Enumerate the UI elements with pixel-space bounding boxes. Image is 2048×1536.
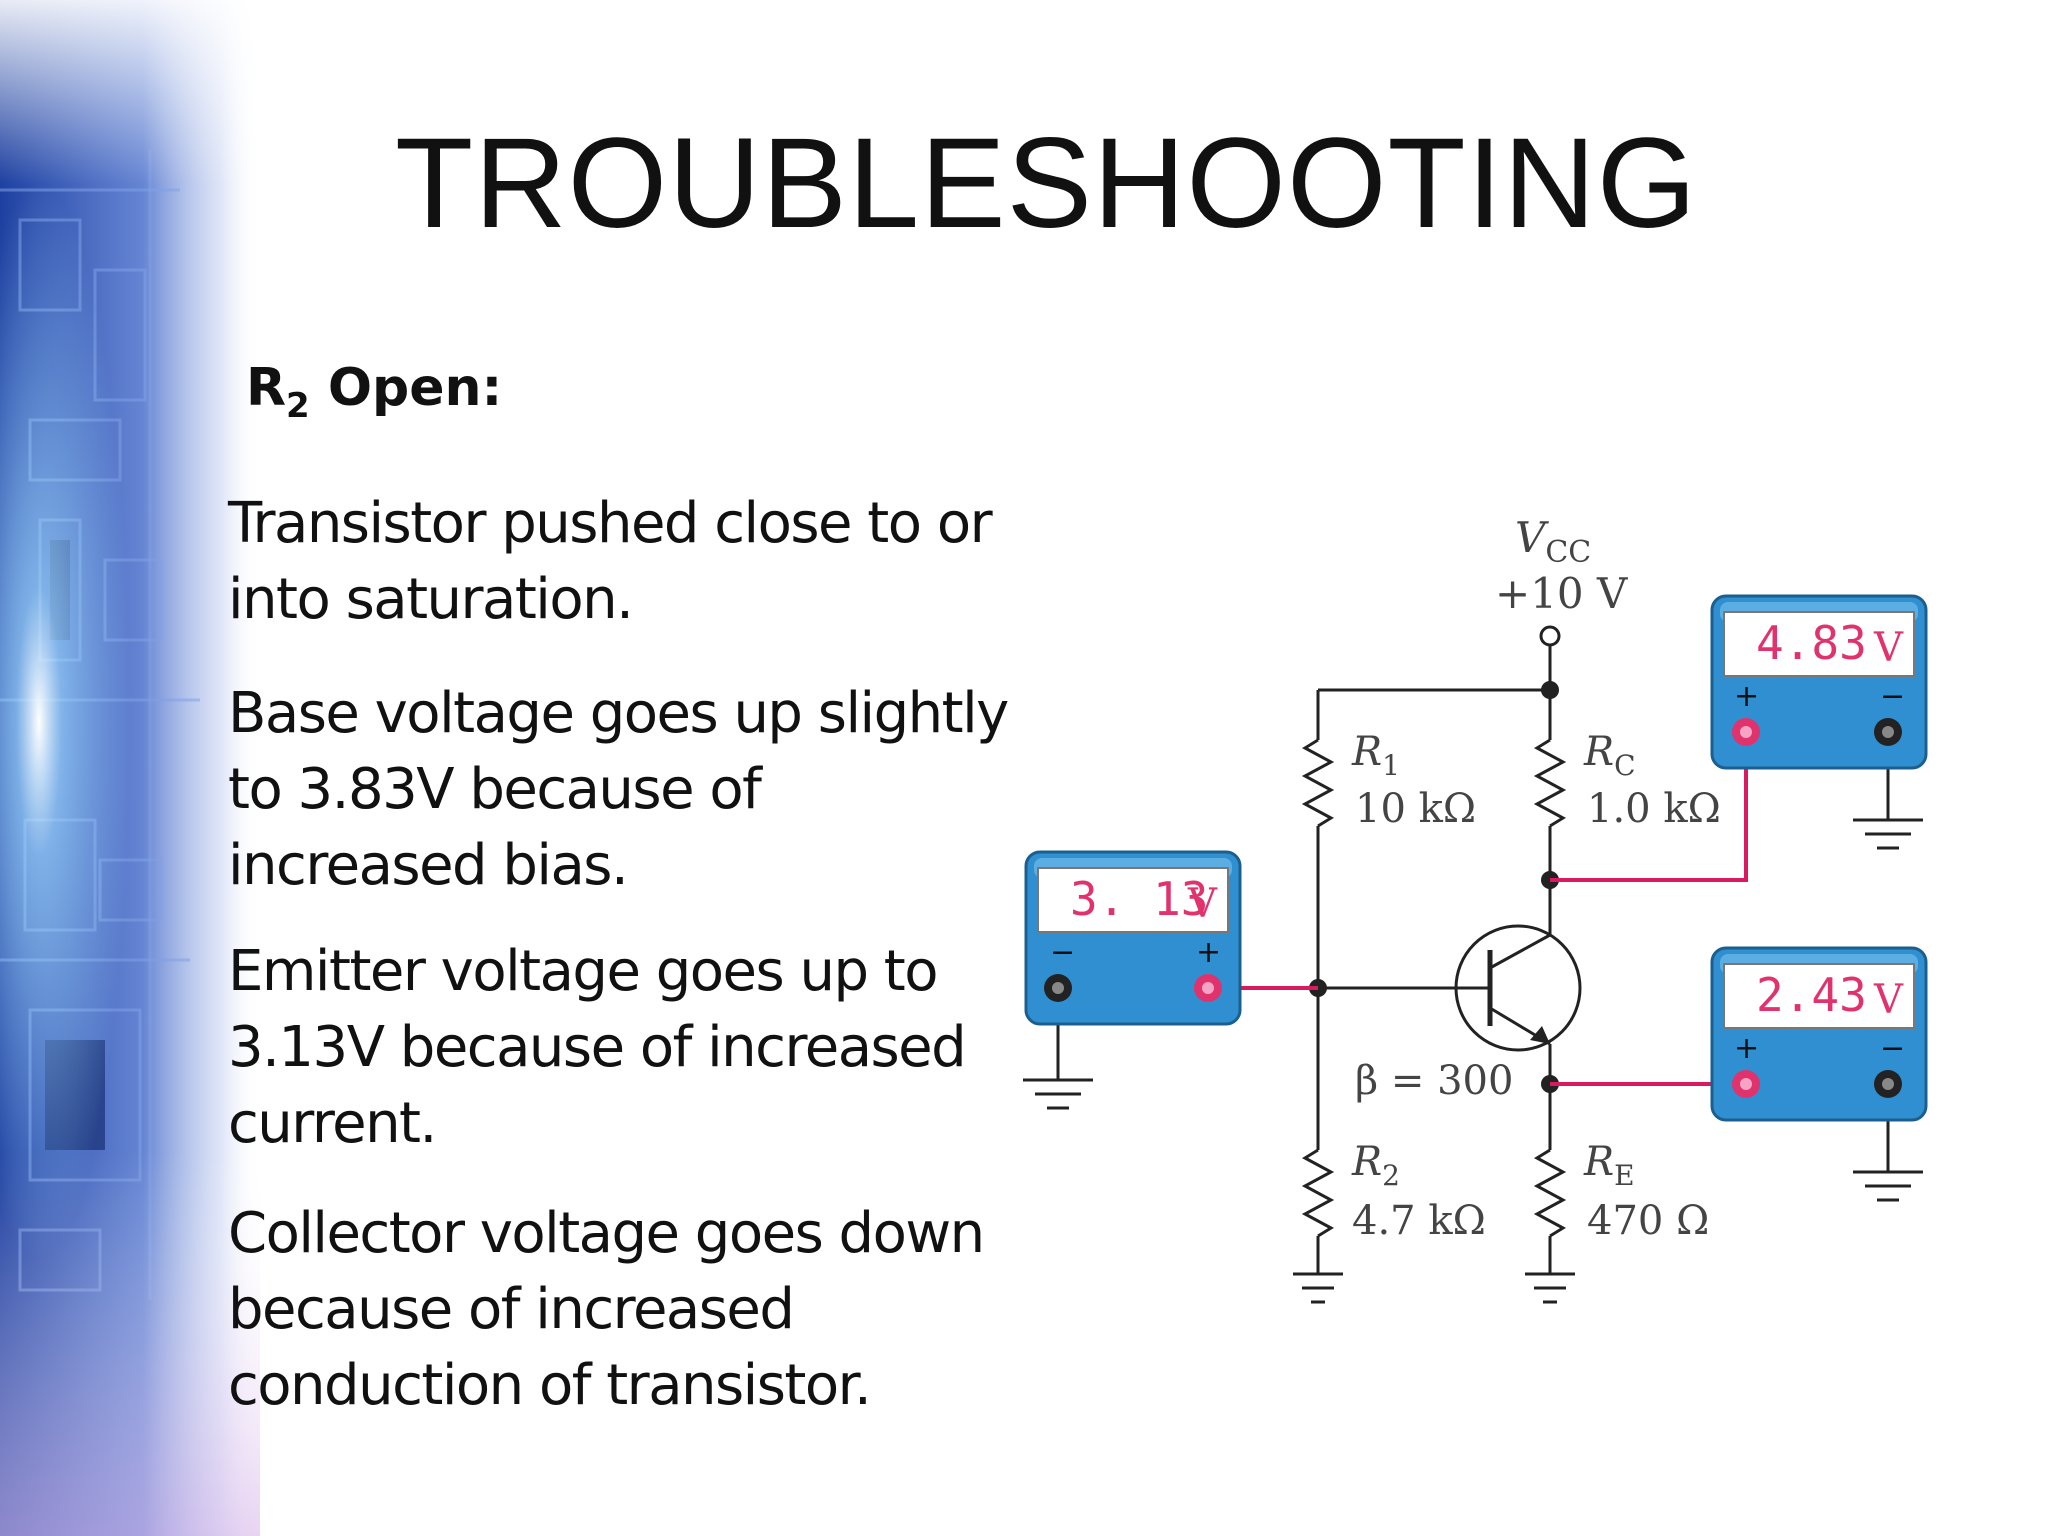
vcc-terminal: [1539, 625, 1561, 647]
collector-meter-reading: 4.83: [1756, 616, 1867, 670]
vcc-value: +10 V: [1495, 569, 1628, 618]
junction-vcc: [1541, 681, 1559, 699]
collector-meter-plus-label: +: [1734, 679, 1759, 714]
emitter-meter-unit: V: [1873, 977, 1904, 1023]
emitter-voltmeter: 2.43 V + −: [1710, 946, 1928, 1122]
base-meter-reading: 3. 13: [1070, 872, 1208, 926]
re-label: RE: [1583, 1139, 1635, 1192]
section-heading-text: Open:: [309, 358, 503, 418]
rc-label: RC: [1583, 729, 1636, 782]
vcc-label: VCC: [1515, 513, 1591, 570]
section-heading-subscript: 2: [286, 386, 310, 426]
collector-meter-minus-label: −: [1880, 679, 1905, 714]
slide-title: TROUBLESHOOTING: [395, 112, 1698, 255]
bullet-saturation: Transistor pushed close to or into satur…: [228, 491, 993, 632]
re-resistor: [1533, 1148, 1567, 1238]
r2-value: 4.7 kΩ: [1352, 1198, 1486, 1244]
emitter-arrow: [1530, 1026, 1550, 1044]
r2-label: R2: [1351, 1139, 1400, 1192]
bullet-base-voltage: Base voltage goes up slightly to 3.83V b…: [228, 681, 1009, 898]
section-heading-letter: R: [246, 358, 287, 418]
bullet-emitter-voltage: Emitter voltage goes up to 3.13V because…: [228, 939, 967, 1156]
rc-resistor: [1533, 738, 1567, 828]
base-meter-display: [1037, 867, 1229, 933]
r2-resistor: [1301, 1148, 1335, 1238]
decorative-circuit-board-strip: [0, 0, 260, 1536]
re-value: 470 Ω: [1587, 1198, 1709, 1244]
collector-meter-display: [1723, 611, 1915, 677]
probe-wires: [1208, 732, 1748, 1086]
section-heading: R2 Open:: [246, 362, 502, 423]
collector-voltmeter: 4.83 V + −: [1710, 594, 1928, 770]
base-voltmeter: 3. 13 V − +: [1024, 850, 1242, 1026]
meter-ground-wires: [1023, 732, 1923, 1202]
r1-value: 10 kΩ: [1355, 786, 1476, 832]
r1-label: R1: [1351, 729, 1400, 782]
emitter-meter-minus-label: −: [1880, 1031, 1905, 1066]
bullet-collector-voltage: Collector voltage goes down because of i…: [228, 1201, 985, 1418]
r1-resistor: [1301, 738, 1335, 828]
emitter-meter-display: [1723, 963, 1915, 1029]
beta-label: β = 300: [1355, 1058, 1513, 1104]
base-meter-minus-label: −: [1050, 935, 1075, 970]
emitter-meter-plus-label: +: [1734, 1031, 1759, 1066]
emitter-meter-reading: 2.43: [1756, 968, 1867, 1022]
rc-value: 1.0 kΩ: [1587, 786, 1721, 832]
collector-meter-unit: V: [1873, 625, 1904, 671]
base-meter-unit: V: [1187, 881, 1218, 927]
transistor-npn: [1454, 924, 1582, 1052]
base-meter-plus-label: +: [1196, 935, 1221, 970]
